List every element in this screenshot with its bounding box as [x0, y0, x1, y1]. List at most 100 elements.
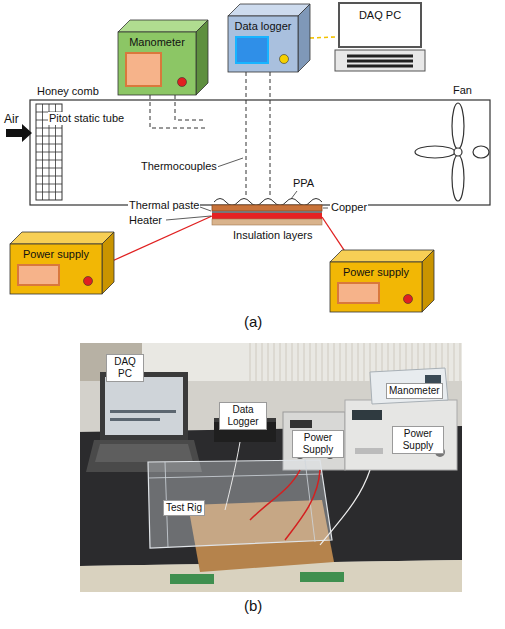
device-box: Power supply: [330, 250, 434, 312]
label-holder: Air: [3, 112, 20, 126]
photo-keyboard: [95, 444, 193, 462]
air-arrow: [6, 124, 32, 142]
part-label: (b): [243, 597, 263, 614]
laptop-base: [335, 50, 425, 71]
photo-wire: [285, 470, 320, 540]
label-holder: Fan: [452, 84, 473, 97]
photo-test-rig: [148, 460, 332, 548]
pitot-tube-line: [150, 95, 205, 128]
device-shape: [10, 232, 114, 294]
photo-annotation: Manometer: [386, 383, 443, 399]
leader-line: [166, 216, 211, 220]
laptop-icon: DAQ PC: [335, 2, 425, 72]
box-top-face: [118, 20, 208, 32]
terminal-dot: [178, 78, 187, 87]
box-top-face: [10, 232, 114, 244]
label-holder: Thermal paste: [128, 199, 200, 212]
keyboard-keys: [347, 56, 413, 66]
terminal-dot: [280, 55, 289, 64]
photo-annotation: Data Logger: [219, 402, 267, 430]
data-link: [310, 37, 335, 38]
part-label: Honey comb: [36, 85, 100, 98]
ppa-surface: [214, 199, 322, 206]
photo-display: [290, 420, 312, 428]
device-shape: [228, 4, 310, 72]
lab-photo: [80, 343, 462, 592]
label-holder: PPA: [292, 177, 315, 190]
label-holder: Honey comb: [36, 85, 100, 98]
box-side-face: [422, 250, 434, 312]
label-holder: Test Rig: [163, 500, 205, 516]
box-side-face: [102, 232, 114, 294]
part-label: Thermal paste: [128, 199, 200, 212]
box-side-face: [298, 4, 310, 72]
wind-tunnel-duct: [30, 100, 490, 205]
photo-wall: [80, 343, 462, 592]
photo-tape: [170, 574, 214, 584]
label-holder: (a): [243, 313, 263, 330]
photo-laptop-display: [105, 377, 183, 435]
part-label: Fan: [452, 84, 473, 97]
device-box: Manometer: [118, 20, 208, 95]
photo-display: [352, 410, 382, 420]
laptop-screen: [339, 3, 421, 47]
part-label: Thermocouples: [140, 160, 218, 173]
label-holder: Insulation layers: [232, 229, 314, 242]
fan-blade: [452, 103, 464, 149]
part-label: Heater: [128, 214, 163, 227]
device-shape: [330, 250, 434, 312]
photo-power-supply: [345, 400, 457, 470]
box-top-face: [228, 4, 310, 16]
display-panel: [338, 283, 379, 303]
leader-line: [200, 207, 211, 211]
device-label: Power supply: [23, 248, 89, 261]
photo-annotation: DAQ PC: [106, 354, 144, 382]
terminal-dot: [84, 277, 93, 286]
fan-blade: [473, 146, 489, 158]
box-front-face: [330, 262, 422, 312]
display-panel: [236, 37, 268, 63]
heater-strip: [212, 213, 322, 219]
label-holder: DAQ PC: [106, 354, 144, 382]
photo-laptop-screen: [100, 372, 188, 440]
label-holder: Heater: [128, 214, 163, 227]
leader-line: [323, 208, 328, 209]
label-holder: Thermocouples: [140, 160, 218, 173]
photo-display-line: [110, 418, 160, 421]
photo-test-rig-edge: [148, 460, 322, 548]
photo-annotation: Test Rig: [163, 500, 205, 516]
photo-wire: [320, 470, 370, 545]
photo-tape: [300, 572, 344, 582]
fan-blade: [415, 146, 455, 158]
leader-line: [217, 158, 243, 167]
box-front-face: [228, 16, 298, 72]
label-holder: Data Logger: [219, 402, 267, 430]
device-shape: [118, 20, 208, 95]
thermocouple-wire: [246, 72, 247, 197]
box-top-face: [330, 250, 434, 262]
part-label: Air: [3, 112, 20, 126]
part-label: Pitot static tube: [48, 112, 125, 125]
part-label: Insulation layers: [232, 229, 314, 242]
photo-wire: [225, 442, 240, 510]
terminal-dot: [404, 295, 413, 304]
photo-display: [425, 375, 441, 383]
device-box: Power supply: [10, 232, 114, 294]
thermal-paste-layer: [212, 211, 322, 213]
device-label: Manometer: [129, 36, 185, 49]
display-panel: [126, 53, 161, 86]
photo-annotation: Power Supply: [392, 426, 444, 454]
box-front-face: [10, 244, 102, 294]
photo-annotation: Power Supply: [292, 430, 344, 458]
leader-line: [291, 191, 297, 199]
part-label: (a): [243, 313, 263, 330]
fan-blade: [452, 155, 464, 201]
box-front-face: [118, 32, 196, 95]
label-holder: Pitot static tube: [48, 112, 125, 125]
device-label: Data logger: [235, 20, 292, 33]
photo-wire: [250, 470, 300, 520]
device-box: Data logger: [228, 4, 310, 72]
display-panel: [18, 265, 59, 285]
device-label: Power supply: [343, 266, 409, 279]
